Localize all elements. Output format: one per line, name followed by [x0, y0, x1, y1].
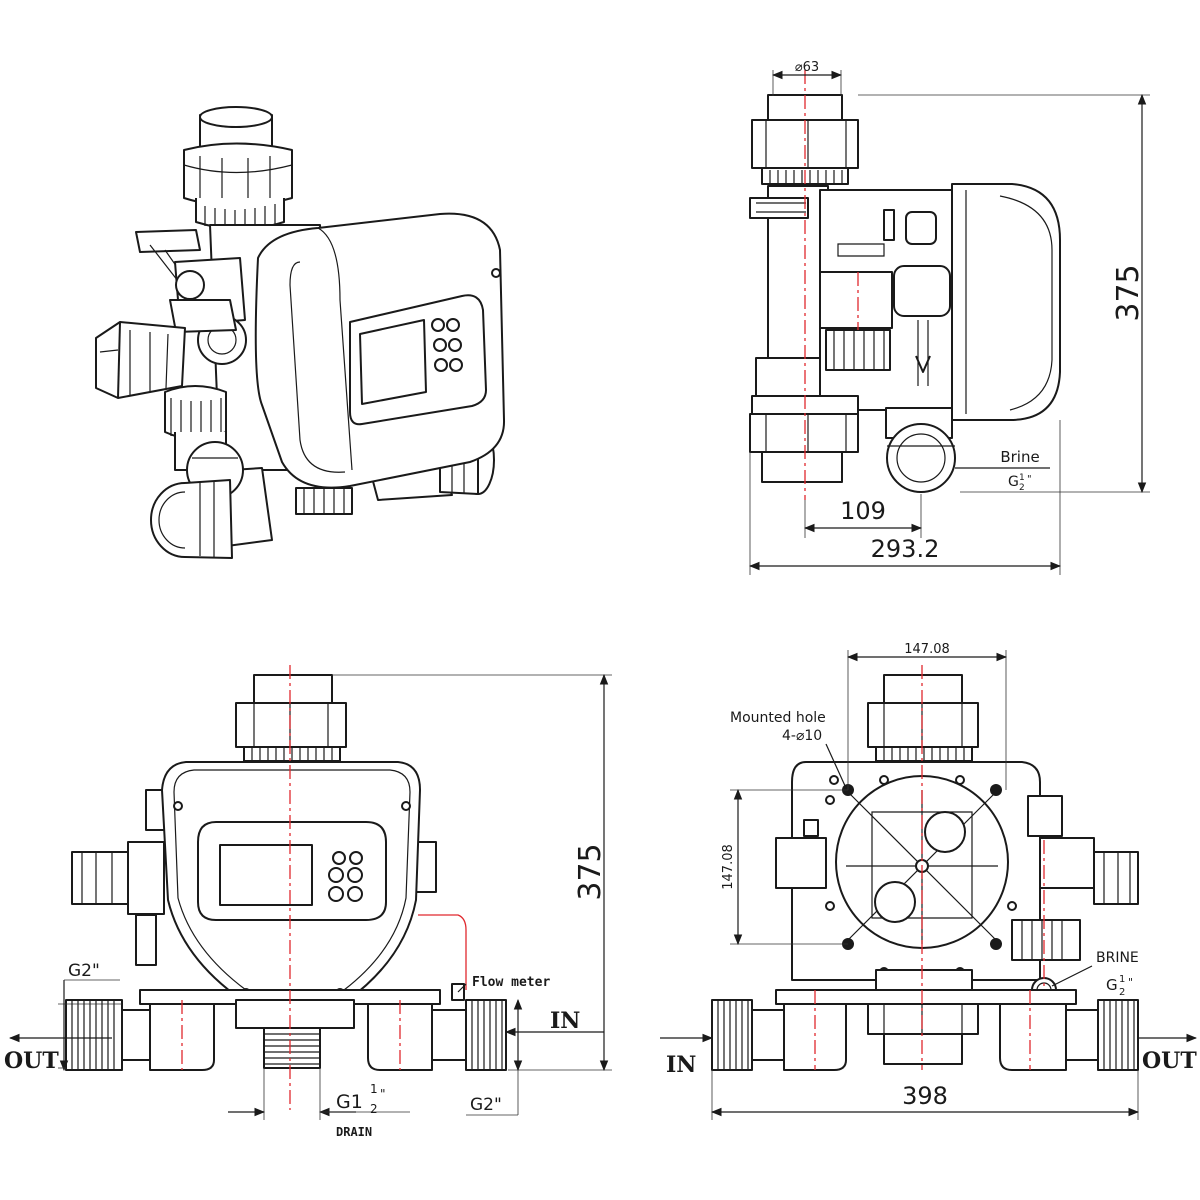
back-top-union — [867, 674, 979, 762]
side-brine-thread-mark: " — [1027, 474, 1032, 485]
front-drain-thread-prefix: G1 — [336, 1091, 363, 1113]
back-mounted-hole-label: Mounted hole — [730, 710, 826, 726]
side-top-union — [751, 94, 859, 185]
front-out-label: OUT — [4, 1048, 59, 1074]
side-height-label: 375 — [1111, 264, 1146, 321]
back-right-fittings — [1011, 795, 1139, 1003]
front-view: 375 G2" Flow meter IN OUT G1 1 2 " G2" D… — [4, 665, 612, 1139]
back-in-label: IN — [666, 1052, 696, 1078]
side-bottom-union — [749, 395, 859, 483]
side-brine-thread-den: 2 — [1019, 483, 1025, 493]
side-dimensions — [748, 70, 1150, 575]
front-drain-thread-den: 2 — [370, 1102, 378, 1116]
back-out-label: OUT — [1142, 1048, 1197, 1074]
front-top-union — [235, 674, 347, 762]
back-brine-label: BRINE — [1096, 950, 1139, 966]
back-body-plate — [775, 761, 1041, 981]
back-bottom-pipes — [711, 969, 1139, 1071]
mount-hole — [990, 784, 1002, 796]
iso-top-union — [183, 106, 293, 232]
front-drain-thread-mark: " — [380, 1087, 386, 1101]
back-hole-spacing-x-label: 147.08 — [904, 642, 950, 657]
front-drain-label: DRAIN — [336, 1125, 372, 1139]
side-brine-label: Brine — [1000, 448, 1039, 466]
back-brine-thread-num: 1 — [1119, 974, 1125, 985]
front-outlet-thread-label: G2" — [470, 1095, 502, 1115]
mount-hole — [990, 938, 1002, 950]
back-view: 147.08 147.08 Mounted hole 4-⌀10 BRINE G… — [660, 642, 1197, 1120]
isometric-view — [95, 106, 506, 559]
front-controller-housing — [161, 761, 421, 1001]
back-brine-thread-g: G — [1106, 976, 1118, 994]
side-brine-offset-label: 109 — [840, 497, 886, 525]
back-dimensions — [660, 650, 1198, 1120]
back-mounted-hole-spec: 4-⌀10 — [782, 728, 822, 744]
iso-outlet-fitting — [150, 441, 353, 559]
side-pipe-diameter-label: ⌀63 — [795, 60, 819, 75]
front-inlet-thread-label: G2" — [68, 961, 100, 981]
iso-motor-block — [95, 321, 186, 399]
back-brine-thread-den: 2 — [1119, 987, 1125, 998]
front-bottom-pipes — [65, 983, 507, 1071]
front-drain-thread-num: 1 — [370, 1082, 378, 1096]
side-controller-housing — [951, 183, 1061, 421]
front-side-blocks — [71, 789, 437, 966]
iso-controller-housing — [254, 212, 506, 489]
side-brine-fitting — [885, 407, 956, 493]
back-brine-thread-mark: " — [1128, 976, 1133, 989]
front-height-label: 375 — [573, 843, 608, 900]
side-depth-label: 293.2 — [871, 535, 940, 563]
back-width-label: 398 — [902, 1082, 948, 1110]
side-valve-body — [749, 185, 961, 411]
front-in-label: IN — [550, 1008, 580, 1034]
side-brine-thread-g: G — [1008, 474, 1019, 490]
side-brine-thread-num: 1 — [1019, 473, 1025, 483]
back-hole-spacing-y-label: 147.08 — [721, 844, 736, 890]
front-flow-meter-label: Flow meter — [472, 975, 550, 990]
side-view: ⌀63 375 Brine G 1 2 " 109 293.2 — [748, 60, 1150, 575]
front-dimensions — [8, 673, 612, 1120]
